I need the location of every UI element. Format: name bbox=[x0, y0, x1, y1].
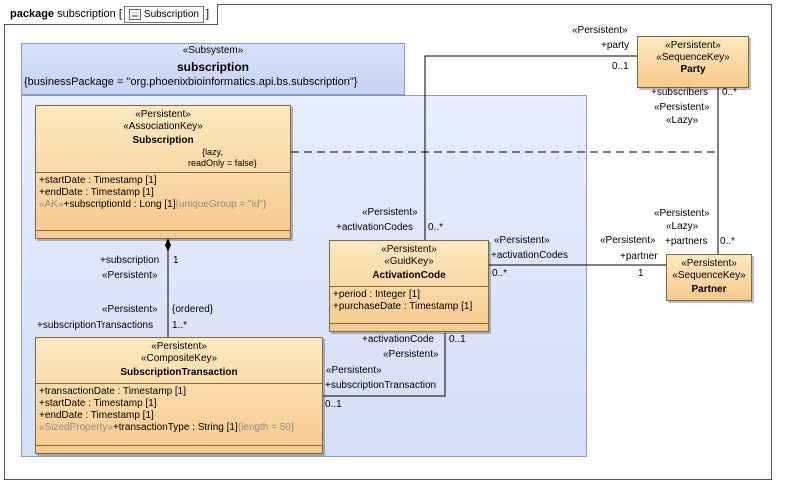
subscribers-end-stereotype: «Persistent» bbox=[654, 102, 710, 113]
party-activation-line bbox=[424, 55, 637, 240]
subtrans-name: SubscriptionTransaction bbox=[120, 367, 238, 378]
partner-stereotype-2: «SequenceKey» bbox=[672, 270, 746, 281]
activation-codes-top-multiplicity: 0..* bbox=[428, 222, 444, 233]
subscribers-end-role[interactable]: +subscribers bbox=[651, 87, 708, 98]
subsystem-tag: {businessPackage = "org.phoenixbioinform… bbox=[24, 76, 358, 88]
party-name: Party bbox=[680, 64, 706, 75]
attr-row: «AK»+subscriptionId : Long [1]{uniqueGro… bbox=[39, 199, 267, 210]
party-end-multiplicity: 0..1 bbox=[612, 61, 629, 72]
subtrans-stereotype-2: «CompositeKey» bbox=[140, 353, 218, 364]
class-subscription-transaction[interactable]: «Persistent» «CompositeKey» Subscription… bbox=[35, 337, 323, 454]
class-activation-code[interactable]: «Persistent» «GuidKey» ActivationCode +p… bbox=[329, 240, 489, 332]
activation-code-end-stereotype: «Persistent» bbox=[383, 349, 439, 360]
subscription-end-multiplicity: 1 bbox=[173, 255, 179, 266]
subsystem-header[interactable]: «Subsystem» subscription {businessPackag… bbox=[21, 43, 405, 95]
subtrans-stereotype-1: «Persistent» bbox=[151, 341, 207, 352]
activation-codes-top-role[interactable]: +activationCodes bbox=[336, 222, 413, 233]
subscription-name: Subscription bbox=[132, 135, 194, 146]
composition-diamond bbox=[165, 238, 171, 252]
partner-end-multiplicity: 1 bbox=[638, 268, 644, 279]
diagram-icon bbox=[128, 8, 141, 20]
frame-ref-label: Subscription bbox=[143, 9, 199, 20]
activation-operations bbox=[330, 323, 488, 324]
partners-end-stereotype: «Persistent» bbox=[654, 208, 710, 219]
class-party[interactable]: «Persistent» «SequenceKey» Party bbox=[637, 36, 749, 88]
frame-name: subscription bbox=[57, 8, 116, 20]
subtrans-operations bbox=[36, 445, 322, 446]
attr-row: +transactionDate : Timestamp [1] bbox=[39, 386, 187, 397]
transactions-end-ordered: {ordered} bbox=[172, 304, 214, 315]
subscription-transaction-end-role[interactable]: +subscriptionTransaction bbox=[325, 380, 437, 391]
partners-end-lazy: «Lazy» bbox=[666, 221, 699, 232]
activation-code-end-multiplicity: 0..1 bbox=[449, 334, 466, 345]
attr-row: +endDate : Timestamp [1] bbox=[39, 410, 154, 421]
partner-name: Partner bbox=[691, 284, 727, 295]
subscription-props-2: readOnly = false} bbox=[188, 158, 257, 168]
attr-row: +startDate : Timestamp [1] bbox=[39, 175, 157, 186]
activation-code-end-role[interactable]: +activationCode bbox=[362, 334, 434, 345]
partners-end-multiplicity: 0..* bbox=[720, 236, 736, 247]
party-stereotype-2: «SequenceKey» bbox=[656, 52, 730, 63]
activation-codes-right-stereotype: «Persistent» bbox=[494, 235, 550, 246]
transactions-end-stereotype: «Persistent» bbox=[102, 304, 158, 315]
class-partner[interactable]: «Persistent» «SequenceKey» Partner bbox=[666, 254, 752, 301]
class-subscription[interactable]: «Persistent» «AssociationKey» Subscripti… bbox=[35, 105, 291, 239]
partner-end-role[interactable]: +partner bbox=[620, 251, 658, 262]
activation-codes-top-stereotype: «Persistent» bbox=[362, 207, 418, 218]
subscription-attributes: +startDate : Timestamp [1] +endDate : Ti… bbox=[36, 172, 290, 211]
subscribers-end-lazy: «Lazy» bbox=[666, 115, 699, 126]
transactions-end-role[interactable]: +subscriptionTransactions bbox=[37, 320, 154, 331]
subscription-end-stereotype: «Persistent» bbox=[102, 270, 158, 281]
party-end-role[interactable]: +party bbox=[601, 40, 630, 51]
subscribers-end-multiplicity: 0..* bbox=[722, 87, 738, 98]
attr-row: +period : Integer [1] bbox=[333, 289, 421, 300]
subscription-operations bbox=[36, 230, 290, 231]
activation-attributes: +period : Integer [1] +purchaseDate : Ti… bbox=[330, 286, 488, 313]
party-end-stereotype: «Persistent» bbox=[572, 25, 628, 36]
subscription-end-role[interactable]: +subscription bbox=[100, 255, 160, 266]
frame-diagram-ref[interactable]: Subscription bbox=[123, 6, 204, 23]
activation-stereotype-2: «GuidKey» bbox=[384, 256, 434, 267]
frame-header: package subscription [Subscription] bbox=[4, 4, 219, 25]
subsystem-stereotype: «Subsystem» bbox=[182, 45, 244, 56]
attr-row: +purchaseDate : Timestamp [1] bbox=[333, 301, 473, 312]
subtrans-attributes: +transactionDate : Timestamp [1] +startD… bbox=[36, 383, 322, 434]
partner-stereotype-1: «Persistent» bbox=[681, 258, 737, 269]
subscription-props-1: {lazy, bbox=[202, 147, 223, 157]
partner-end-stereotype: «Persistent» bbox=[600, 235, 656, 246]
activation-stereotype-1: «Persistent» bbox=[381, 244, 437, 255]
subscription-stereotype-1: «Persistent» bbox=[135, 109, 191, 120]
party-stereotype-1: «Persistent» bbox=[665, 40, 721, 51]
activation-name: ActivationCode bbox=[372, 270, 446, 281]
activation-codes-right-role[interactable]: +activationCodes bbox=[491, 250, 568, 261]
attr-row: «SizedProperty»+transactionType : String… bbox=[39, 422, 295, 433]
subscription-stereotype-2: «AssociationKey» bbox=[123, 121, 203, 132]
subscription-transaction-end-stereotype: «Persistent» bbox=[326, 365, 382, 376]
partners-end-role[interactable]: +partners bbox=[665, 236, 708, 247]
subsystem-name: subscription bbox=[176, 60, 249, 74]
transactions-end-multiplicity: 1..* bbox=[172, 320, 188, 331]
frame-keyword: package bbox=[10, 8, 55, 20]
attr-row: +startDate : Timestamp [1] bbox=[39, 398, 157, 409]
activation-codes-right-multiplicity: 0..* bbox=[492, 268, 508, 279]
activation-transaction-line bbox=[322, 333, 446, 397]
subscription-transaction-end-multiplicity: 0..1 bbox=[325, 399, 342, 410]
attr-row: +endDate : Timestamp [1] bbox=[39, 187, 154, 198]
